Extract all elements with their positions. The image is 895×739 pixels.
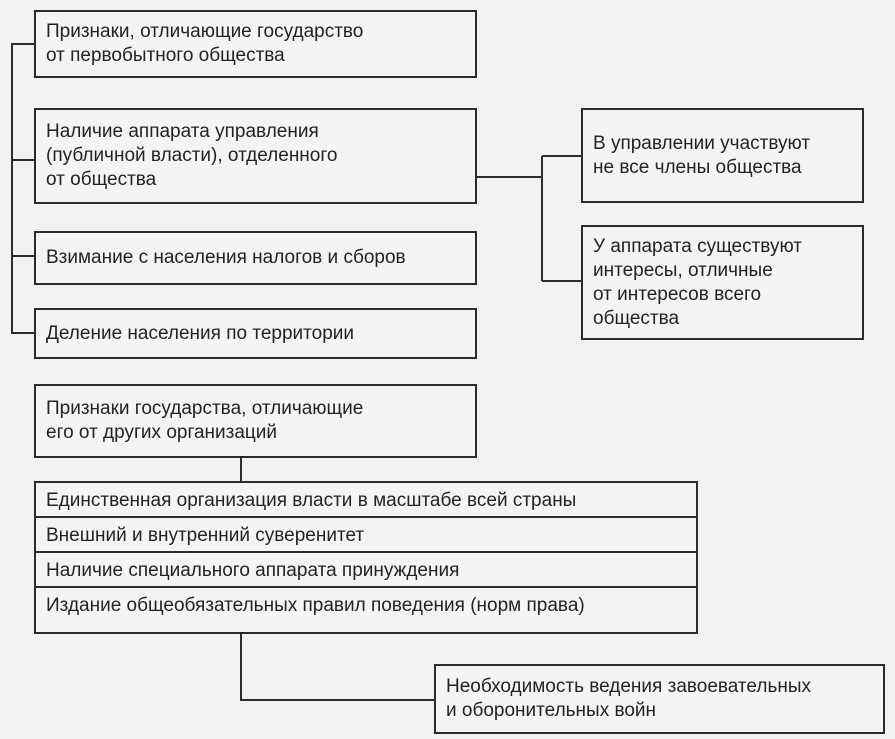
top-item-apparatus-text: Наличие аппарата управления (публичной в… <box>46 121 338 190</box>
top-header-box: Признаки, отличающие государство от перв… <box>34 10 477 78</box>
top-header-text: Признаки, отличающие государство от перв… <box>46 21 364 66</box>
bottom-footer-text: Необходимость ведения завоевательных и о… <box>446 676 811 721</box>
right-box-participation-text: В управлении участвуют не все члены обще… <box>593 132 811 178</box>
right-box-interests: У аппарата существуют интересы, отличные… <box>581 225 864 340</box>
top-item-taxes-box: Взимание с населения налогов и сборов <box>34 231 477 285</box>
right-box-interests-text: У аппарата существуют интересы, отличные… <box>593 235 803 329</box>
top-item-taxes-text: Взимание с населения налогов и сборов <box>46 247 406 268</box>
bottom-item-single-power: Единственная организация власти в масшта… <box>36 483 696 518</box>
right-box-participation: В управлении участвуют не все члены обще… <box>581 108 864 203</box>
top-item-apparatus-box: Наличие аппарата управления (публичной в… <box>34 108 477 204</box>
bottom-footer-box: Необходимость ведения завоевательных и о… <box>434 664 885 734</box>
bottom-item-law: Издание общеобязательных правил поведени… <box>46 595 585 616</box>
bottom-items-stack: Единственная организация власти в масшта… <box>34 481 698 634</box>
bottom-item-coercion: Наличие специального аппарата принуждени… <box>36 553 696 588</box>
bottom-footer-connector <box>240 634 434 701</box>
top-item-territory-text: Деление населения по территории <box>46 322 355 344</box>
bottom-header-text: Признаки государства, отличающие его от … <box>46 398 364 443</box>
bottom-item-sovereignty: Внешний и внутренний суверенитет <box>36 518 696 553</box>
bottom-header-box: Признаки государства, отличающие его от … <box>34 384 477 458</box>
left-bracket-line <box>11 43 34 334</box>
top-item-territory-box: Деление населения по территории <box>34 308 477 359</box>
